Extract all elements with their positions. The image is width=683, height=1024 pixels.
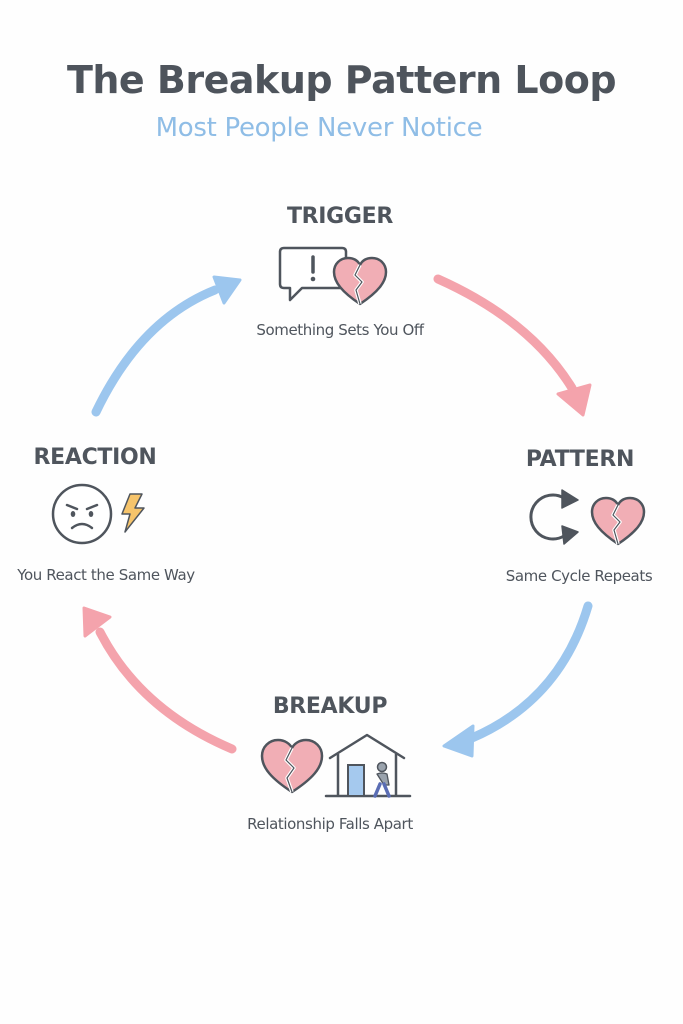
angry-face-icon	[51, 483, 113, 545]
node-title: TRIGGER	[286, 204, 394, 229]
node-title: REACTION	[33, 445, 157, 470]
diagram-subtitle: Most People Never Notice	[155, 113, 483, 143]
arrow-breakup-to-reaction	[82, 606, 237, 754]
node-description: Something Sets You Off	[256, 321, 424, 339]
diagram-title: The Breakup Pattern Loop	[66, 58, 617, 102]
node-icons	[51, 483, 145, 545]
alert-speech-bubble-icon	[278, 246, 348, 302]
broken-heart-icon	[590, 496, 646, 546]
house-person-leaving-icon	[324, 733, 412, 798]
node-title: BREAKUP	[272, 694, 388, 719]
node-icons	[278, 246, 388, 306]
broken-heart-icon	[260, 738, 324, 794]
node-icons	[260, 733, 412, 798]
broken-heart-icon	[332, 256, 388, 306]
arrow-reaction-to-trigger	[91, 275, 242, 417]
node-icons	[529, 489, 646, 546]
node-description: Relationship Falls Apart	[247, 815, 413, 833]
arrow-trigger-to-pattern	[433, 274, 592, 417]
cycle-arrows-icon	[529, 489, 579, 545]
node-title: PATTERN	[525, 447, 635, 472]
arrow-pattern-to-breakup	[442, 601, 593, 758]
lightning-bolt-icon	[121, 493, 145, 533]
node-description: You React the Same Way	[17, 566, 195, 584]
node-description: Same Cycle Repeats	[505, 567, 653, 585]
